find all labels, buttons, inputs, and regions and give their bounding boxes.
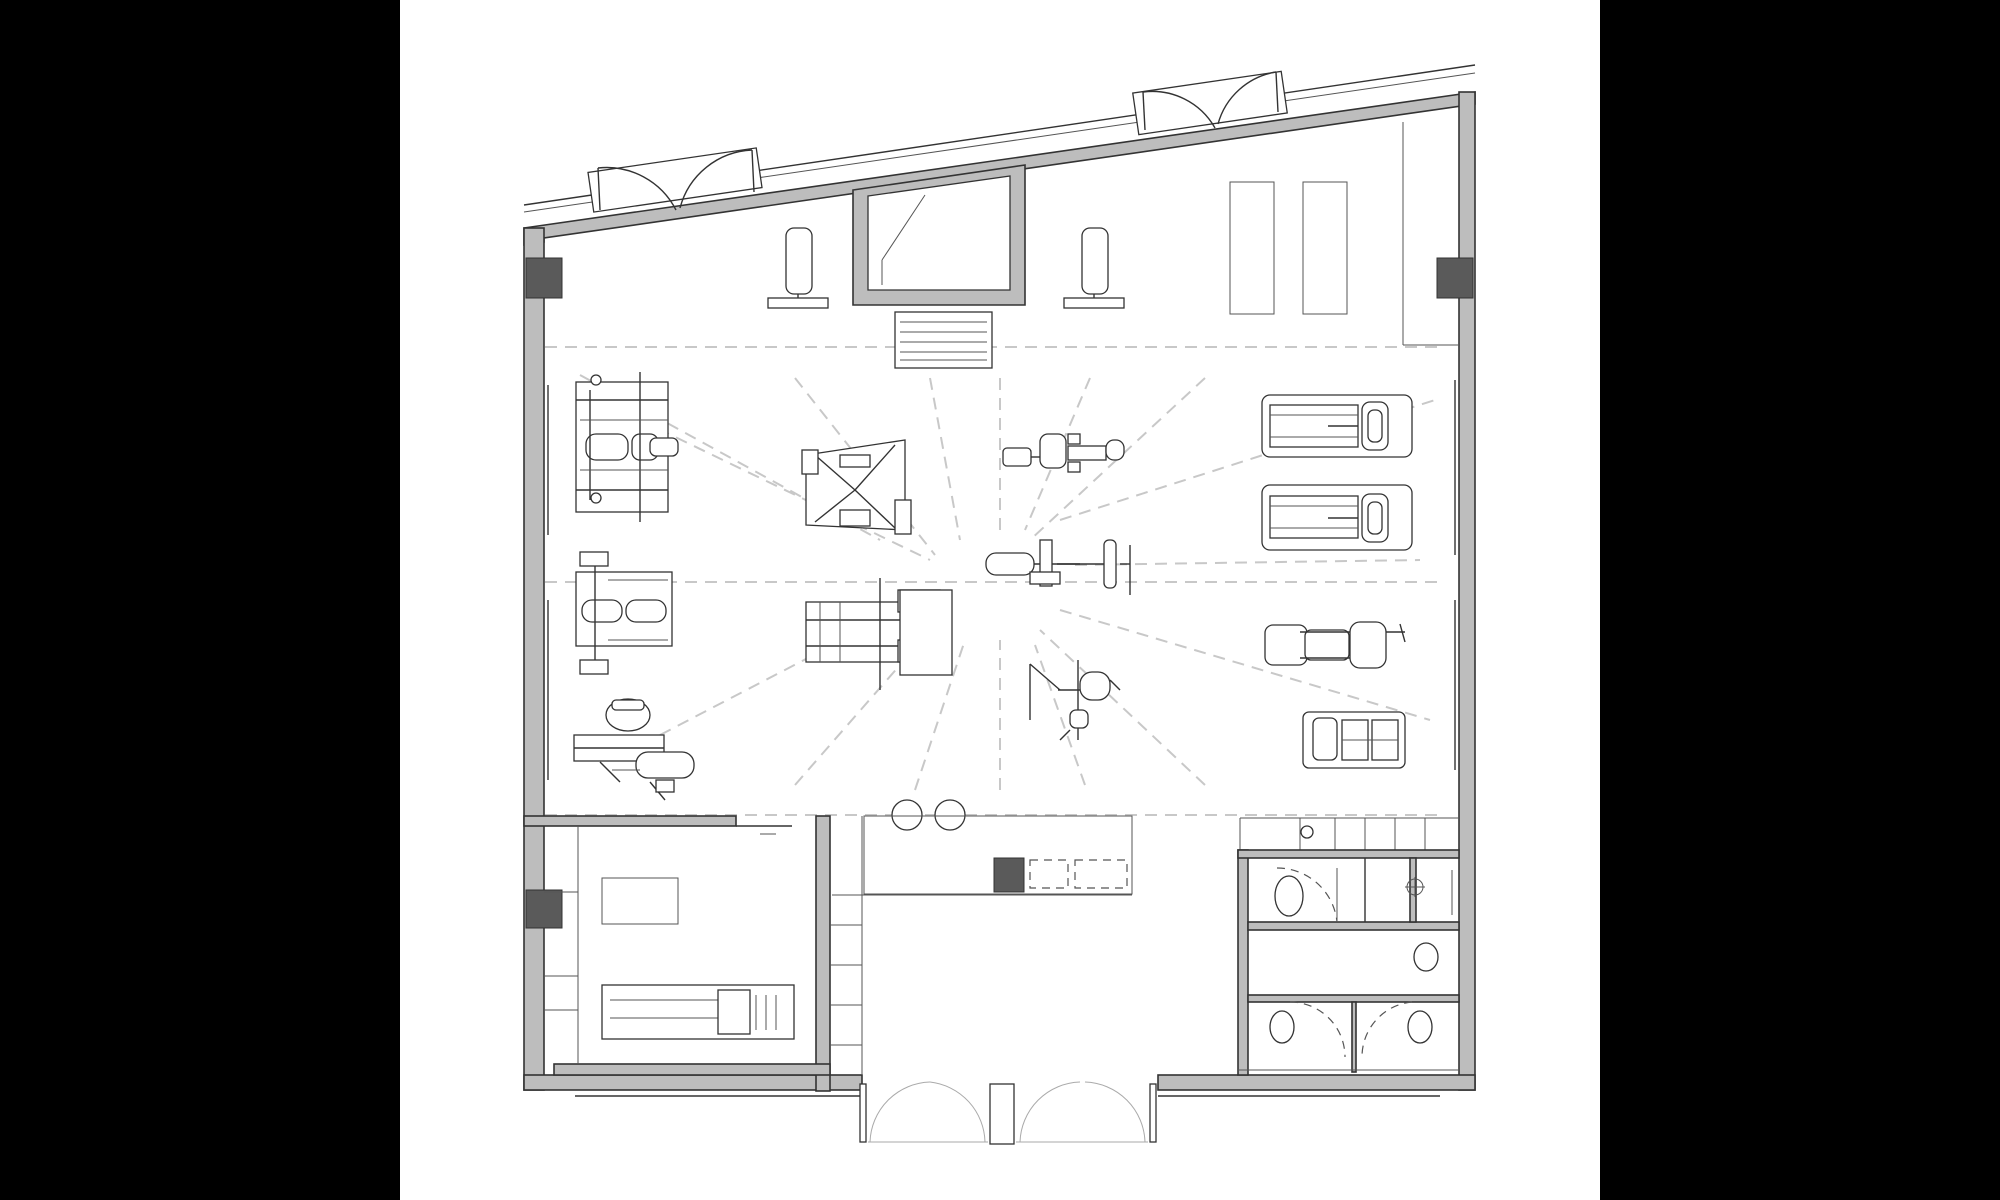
elliptical-trainer [1264, 621, 1406, 669]
right-letterbox [1600, 0, 2000, 1200]
chest-press-machine [805, 578, 953, 690]
massage-table [601, 984, 795, 1040]
top-door-right [1132, 70, 1288, 136]
top-door-left [587, 147, 763, 213]
multi-press-machine [573, 698, 695, 801]
treadmill [1261, 394, 1413, 458]
central-nook [852, 164, 1026, 369]
stretching-mats [1229, 122, 1459, 346]
corridor-tiles [830, 816, 863, 1075]
seated-leg-curl [575, 551, 673, 675]
flat-bench-left [767, 227, 829, 309]
rotary-torso-machine [985, 539, 1131, 595]
hack-squat-machine [801, 439, 912, 535]
reception-counter [832, 815, 1133, 896]
row-machine [1029, 660, 1121, 741]
restrooms [1237, 817, 1460, 1076]
left-letterbox [0, 0, 400, 1200]
office-room [523, 815, 831, 1092]
wall-mirrors [547, 380, 1456, 780]
main-entrance-doors [859, 1081, 1157, 1145]
dumbbell-rack [894, 311, 993, 369]
recumbent-bike [1002, 433, 1125, 473]
treadmill [1261, 484, 1413, 551]
flat-bench-right [1063, 227, 1125, 309]
reception-stools [891, 799, 966, 831]
stair-climber [1302, 711, 1406, 769]
leg-press-machine [575, 372, 679, 522]
